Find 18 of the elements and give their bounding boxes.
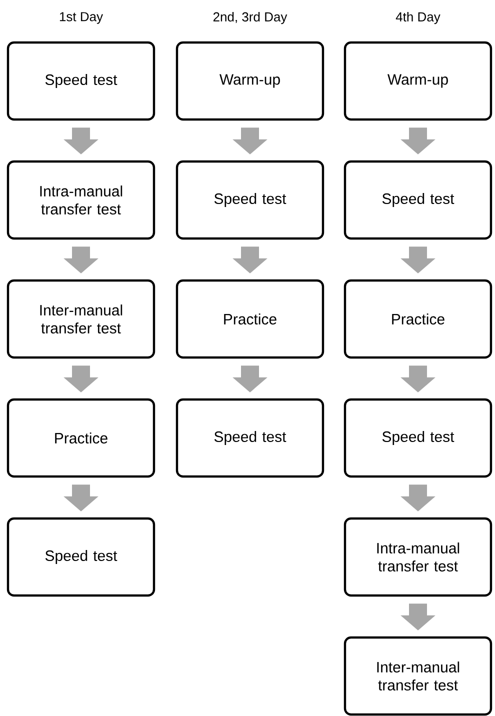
process-box: Practice — [6, 398, 156, 478]
process-box: Inter-manual transfer test — [6, 279, 156, 359]
column-heading: 2nd, 3rd Day — [213, 12, 288, 24]
process-box: Practice — [176, 279, 324, 359]
process-box: Speed test — [6, 517, 156, 597]
column-heading: 4th Day — [396, 12, 440, 24]
process-box: Inter-manual transfer test — [344, 636, 492, 716]
column-heading: 1st Day — [60, 12, 103, 24]
process-box: Speed test — [176, 160, 324, 240]
process-box: Warm-up — [344, 41, 492, 121]
process-box: Speed test — [344, 160, 492, 240]
process-box: Speed test — [344, 398, 492, 478]
process-box: Intra-manual transfer test — [344, 517, 492, 597]
process-box: Practice — [344, 279, 492, 359]
process-box: Speed test — [176, 398, 324, 478]
process-box: Warm-up — [176, 41, 324, 121]
process-box: Speed test — [6, 41, 156, 121]
process-box: Intra-manual transfer test — [6, 160, 156, 240]
